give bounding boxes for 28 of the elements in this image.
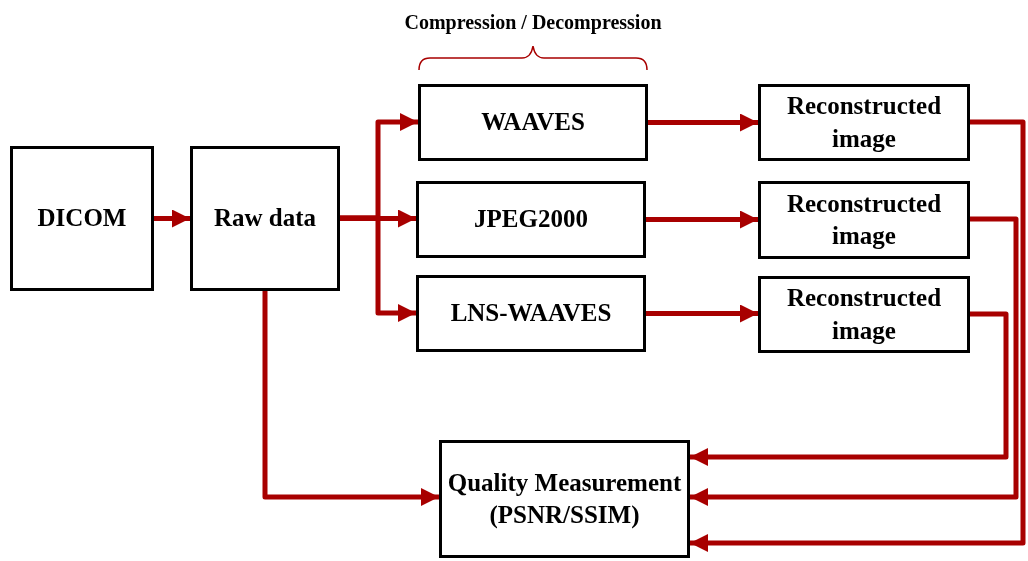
- process-box: [758, 181, 970, 259]
- process-box: [10, 146, 154, 291]
- box-label: Raw data: [213, 203, 317, 234]
- box-label: JPEG2000: [474, 204, 588, 235]
- process-box: [439, 440, 690, 558]
- arrow: [340, 215, 416, 322]
- arrow: [262, 291, 439, 506]
- arrow: [646, 304, 758, 323]
- box-label: Reconstructed image: [785, 283, 943, 346]
- process-box: [416, 275, 646, 352]
- process-box: [416, 181, 646, 258]
- process-box: [418, 84, 648, 161]
- arrow: [154, 209, 190, 228]
- process-box: [190, 146, 340, 291]
- box-label: DICOM: [37, 203, 127, 234]
- arrow: [648, 113, 758, 132]
- box-label: WAAVES: [481, 107, 585, 138]
- arrow: [690, 216, 1019, 506]
- process-box: [758, 84, 970, 161]
- arrow: [690, 119, 1026, 552]
- box-label: Reconstructed image: [785, 91, 943, 154]
- arrow: [690, 311, 1009, 466]
- box-label: Reconstructed image: [785, 188, 943, 251]
- box-label: LNS-WAAVES: [450, 298, 612, 329]
- box-label: Quality Measurement (PSNR/SSIM): [446, 467, 683, 531]
- group-label: Compression / Decompression: [404, 10, 662, 34]
- arrow: [646, 210, 758, 229]
- process-box: [758, 276, 970, 353]
